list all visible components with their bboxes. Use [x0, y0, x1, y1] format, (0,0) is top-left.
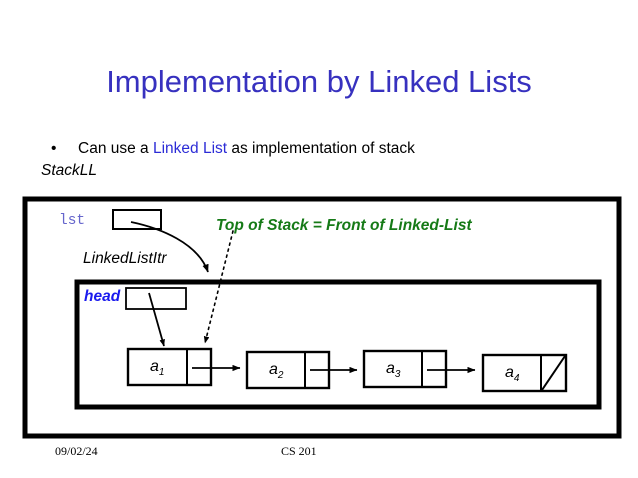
bullet-item-text: Can use a Linked List as implementation … [78, 138, 415, 159]
list-node-1 [126, 347, 213, 387]
node-3-box [362, 349, 448, 389]
footer-course: CS 201 [281, 444, 317, 458]
lst-label: lst [59, 213, 86, 229]
lst-to-list-arrow [130, 221, 209, 273]
node-4-label: a4 [505, 364, 520, 385]
null-pointer-slash-icon [541, 355, 566, 391]
head-pointer-box [125, 287, 187, 310]
footer-date: 09/02/24 [55, 444, 98, 458]
list-node-3 [362, 349, 448, 389]
list-node-2 [245, 350, 331, 390]
bullet-prefix-text: Can use a [78, 140, 153, 157]
list-node-4 [481, 353, 568, 393]
node-3-label: a3 [386, 360, 401, 381]
inner-frame-linkedlist [74, 279, 602, 410]
head-to-node1-arrow [148, 292, 165, 347]
bullet-marker-icon: • [51, 140, 57, 157]
head-label: head [84, 288, 121, 305]
linkedlistitr-label: LinkedListItr [83, 250, 167, 267]
node-1-label: a1 [150, 358, 165, 379]
node-1-box [126, 347, 213, 387]
node-2-label: a2 [269, 361, 284, 382]
outer-frame-stackll [22, 196, 622, 439]
class-name-text: StackLL [41, 162, 98, 179]
lst-pointer-box [112, 209, 162, 230]
bullet-suffix-text: as implementation of stack [227, 140, 415, 157]
page-title: Implementation by Linked Lists [106, 64, 532, 99]
node-4-box [481, 353, 568, 393]
top-of-stack-annotation: Top of Stack = Front of Linked-List [216, 217, 472, 234]
top-of-stack-pointer-line [203, 230, 234, 344]
linked-list-term: Linked List [152, 140, 228, 157]
node-2-box [245, 350, 331, 390]
